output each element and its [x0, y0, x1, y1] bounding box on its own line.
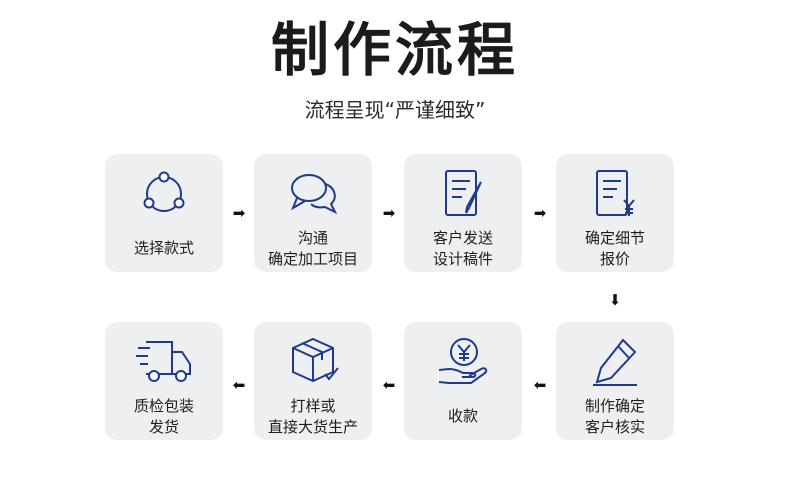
page-subtitle: 流程呈现“严谨细致”	[304, 98, 486, 122]
step-card-sample-production: 打样或 直接大货生产	[254, 322, 372, 440]
arrow-down-icon: ⬇	[608, 291, 622, 309]
step-label: 沟通 确定加工项目	[267, 229, 358, 268]
arrow-right-icon: ➡	[533, 204, 547, 222]
arrow-left-icon: ⬅	[232, 376, 246, 394]
hand-yen-coin-icon	[433, 336, 493, 388]
arrow-right-icon: ➡	[232, 204, 246, 222]
step-card-send-design: 客户发送 设计稿件	[404, 154, 522, 272]
document-edit-icon	[433, 168, 493, 220]
share-circle-icon	[134, 168, 194, 220]
step-label: 制作确定 客户核实	[584, 397, 645, 436]
step-card-confirm-quote: 确定细节 报价	[556, 154, 674, 272]
delivery-truck-icon	[134, 336, 194, 388]
step-card-qc-ship: 质检包装 发货	[105, 322, 223, 440]
package-box-icon	[283, 336, 343, 388]
step-label: 质检包装 发货	[133, 397, 194, 436]
page-title: 制作流程	[270, 16, 519, 84]
chat-bubbles-icon	[283, 168, 343, 220]
step-card-produce-confirm: 制作确定 客户核实	[556, 322, 674, 440]
document-yen-icon	[585, 168, 645, 220]
step-label: 收款	[447, 407, 478, 425]
step-label: 确定细节 报价	[584, 229, 645, 268]
step-label: 打样或 直接大货生产	[267, 397, 358, 436]
step-card-payment: 收款	[404, 322, 522, 440]
step-label: 客户发送 设计稿件	[432, 229, 493, 268]
step-label: 选择款式	[133, 239, 194, 257]
arrow-right-icon: ➡	[382, 204, 396, 222]
pencil-edit-icon	[585, 336, 645, 388]
step-card-communicate: 沟通 确定加工项目	[254, 154, 372, 272]
step-card-select-style: 选择款式	[105, 154, 223, 272]
arrow-left-icon: ⬅	[382, 376, 396, 394]
arrow-left-icon: ⬅	[533, 376, 547, 394]
